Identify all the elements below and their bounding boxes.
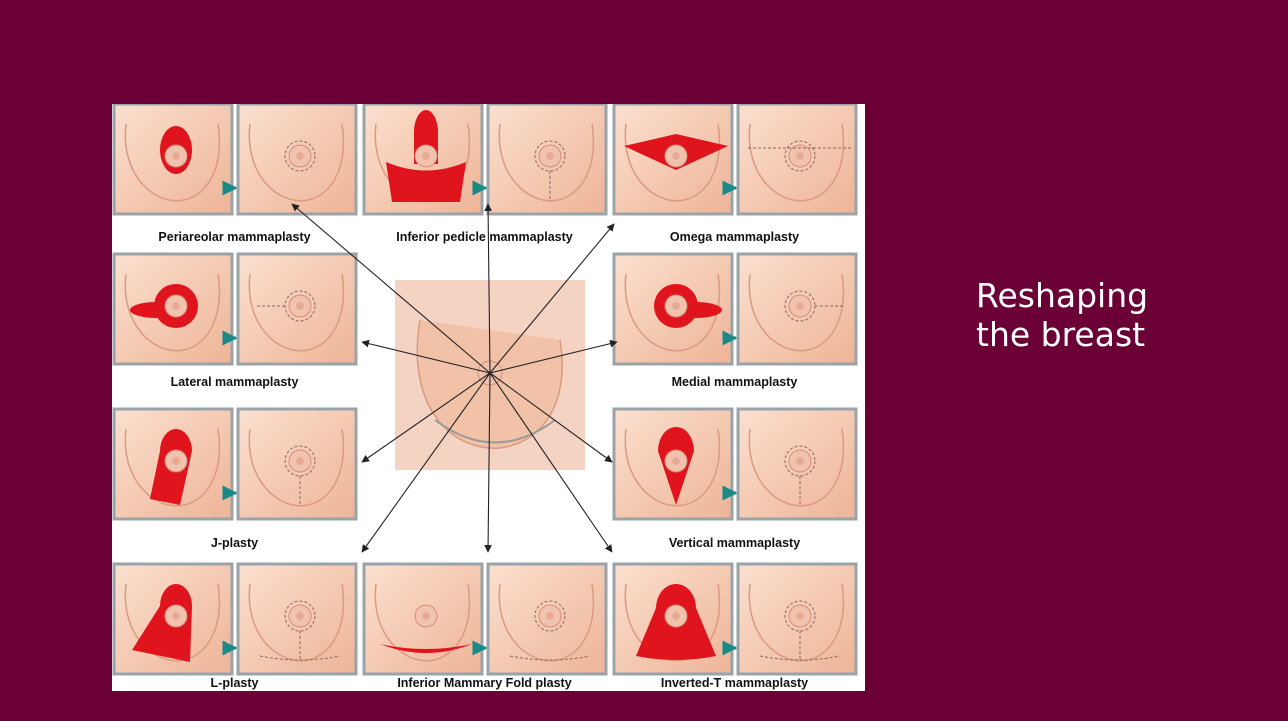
mammaplasty-techniques-figure: Periareolar mammaplasty Inferior pedicle… <box>112 104 865 691</box>
label-lateral: Lateral mammaplasty <box>112 375 357 391</box>
label-medial: Medial mammaplasty <box>612 375 857 391</box>
label-inferior-pedicle: Inferior pedicle mammaplasty <box>362 230 607 246</box>
label-omega: Omega mammaplasty <box>612 230 857 246</box>
label-j-plasty: J-plasty <box>112 536 357 552</box>
title-line-1: Reshaping <box>976 276 1148 315</box>
label-l-plasty: L-plasty <box>112 676 357 691</box>
title-line-2: the breast <box>976 315 1145 354</box>
label-inverted-t: Inverted-T mammaplasty <box>612 676 857 691</box>
label-vertical: Vertical mammaplasty <box>612 536 857 552</box>
slide-title: Reshaping the breast <box>976 276 1206 354</box>
figure-drawing <box>112 104 865 691</box>
label-periareolar: Periareolar mammaplasty <box>112 230 357 246</box>
label-inferior-fold: Inferior Mammary Fold plasty <box>362 676 607 691</box>
